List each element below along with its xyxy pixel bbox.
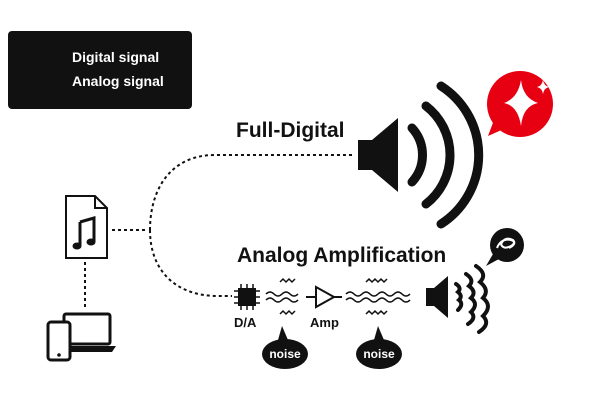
chip-icon	[234, 284, 260, 310]
music-file-icon	[65, 195, 108, 259]
distortion-bubble	[486, 228, 524, 266]
noise-bubble-1: noise	[262, 339, 308, 369]
noise-squiggles-1	[279, 277, 296, 316]
noise-bubble-2: noise	[356, 339, 402, 369]
sparkle-icon	[504, 80, 538, 126]
speaker-analog-icon	[426, 264, 490, 334]
noise-squiggles-2	[365, 277, 388, 316]
amplifier-icon	[306, 285, 342, 309]
scribble-icon	[496, 237, 516, 249]
analog-signal-wave-2	[345, 291, 411, 303]
da-converter-label: D/A	[234, 315, 257, 330]
amp-label: Amp	[310, 315, 339, 330]
analog-amplification-title: Analog Amplification	[237, 244, 447, 267]
devices-icon	[46, 312, 116, 362]
legend-digital-label: Digital signal	[72, 49, 160, 65]
sparkle-bubble	[487, 71, 553, 137]
legend-box	[8, 31, 192, 109]
full-digital-title: Full-Digital	[236, 119, 345, 142]
speaker-full-digital-icon	[358, 81, 484, 229]
analog-signal-wave-1	[265, 291, 299, 303]
digital-signal-path	[84, 154, 354, 310]
legend-analog-label: Analog signal	[72, 73, 164, 89]
